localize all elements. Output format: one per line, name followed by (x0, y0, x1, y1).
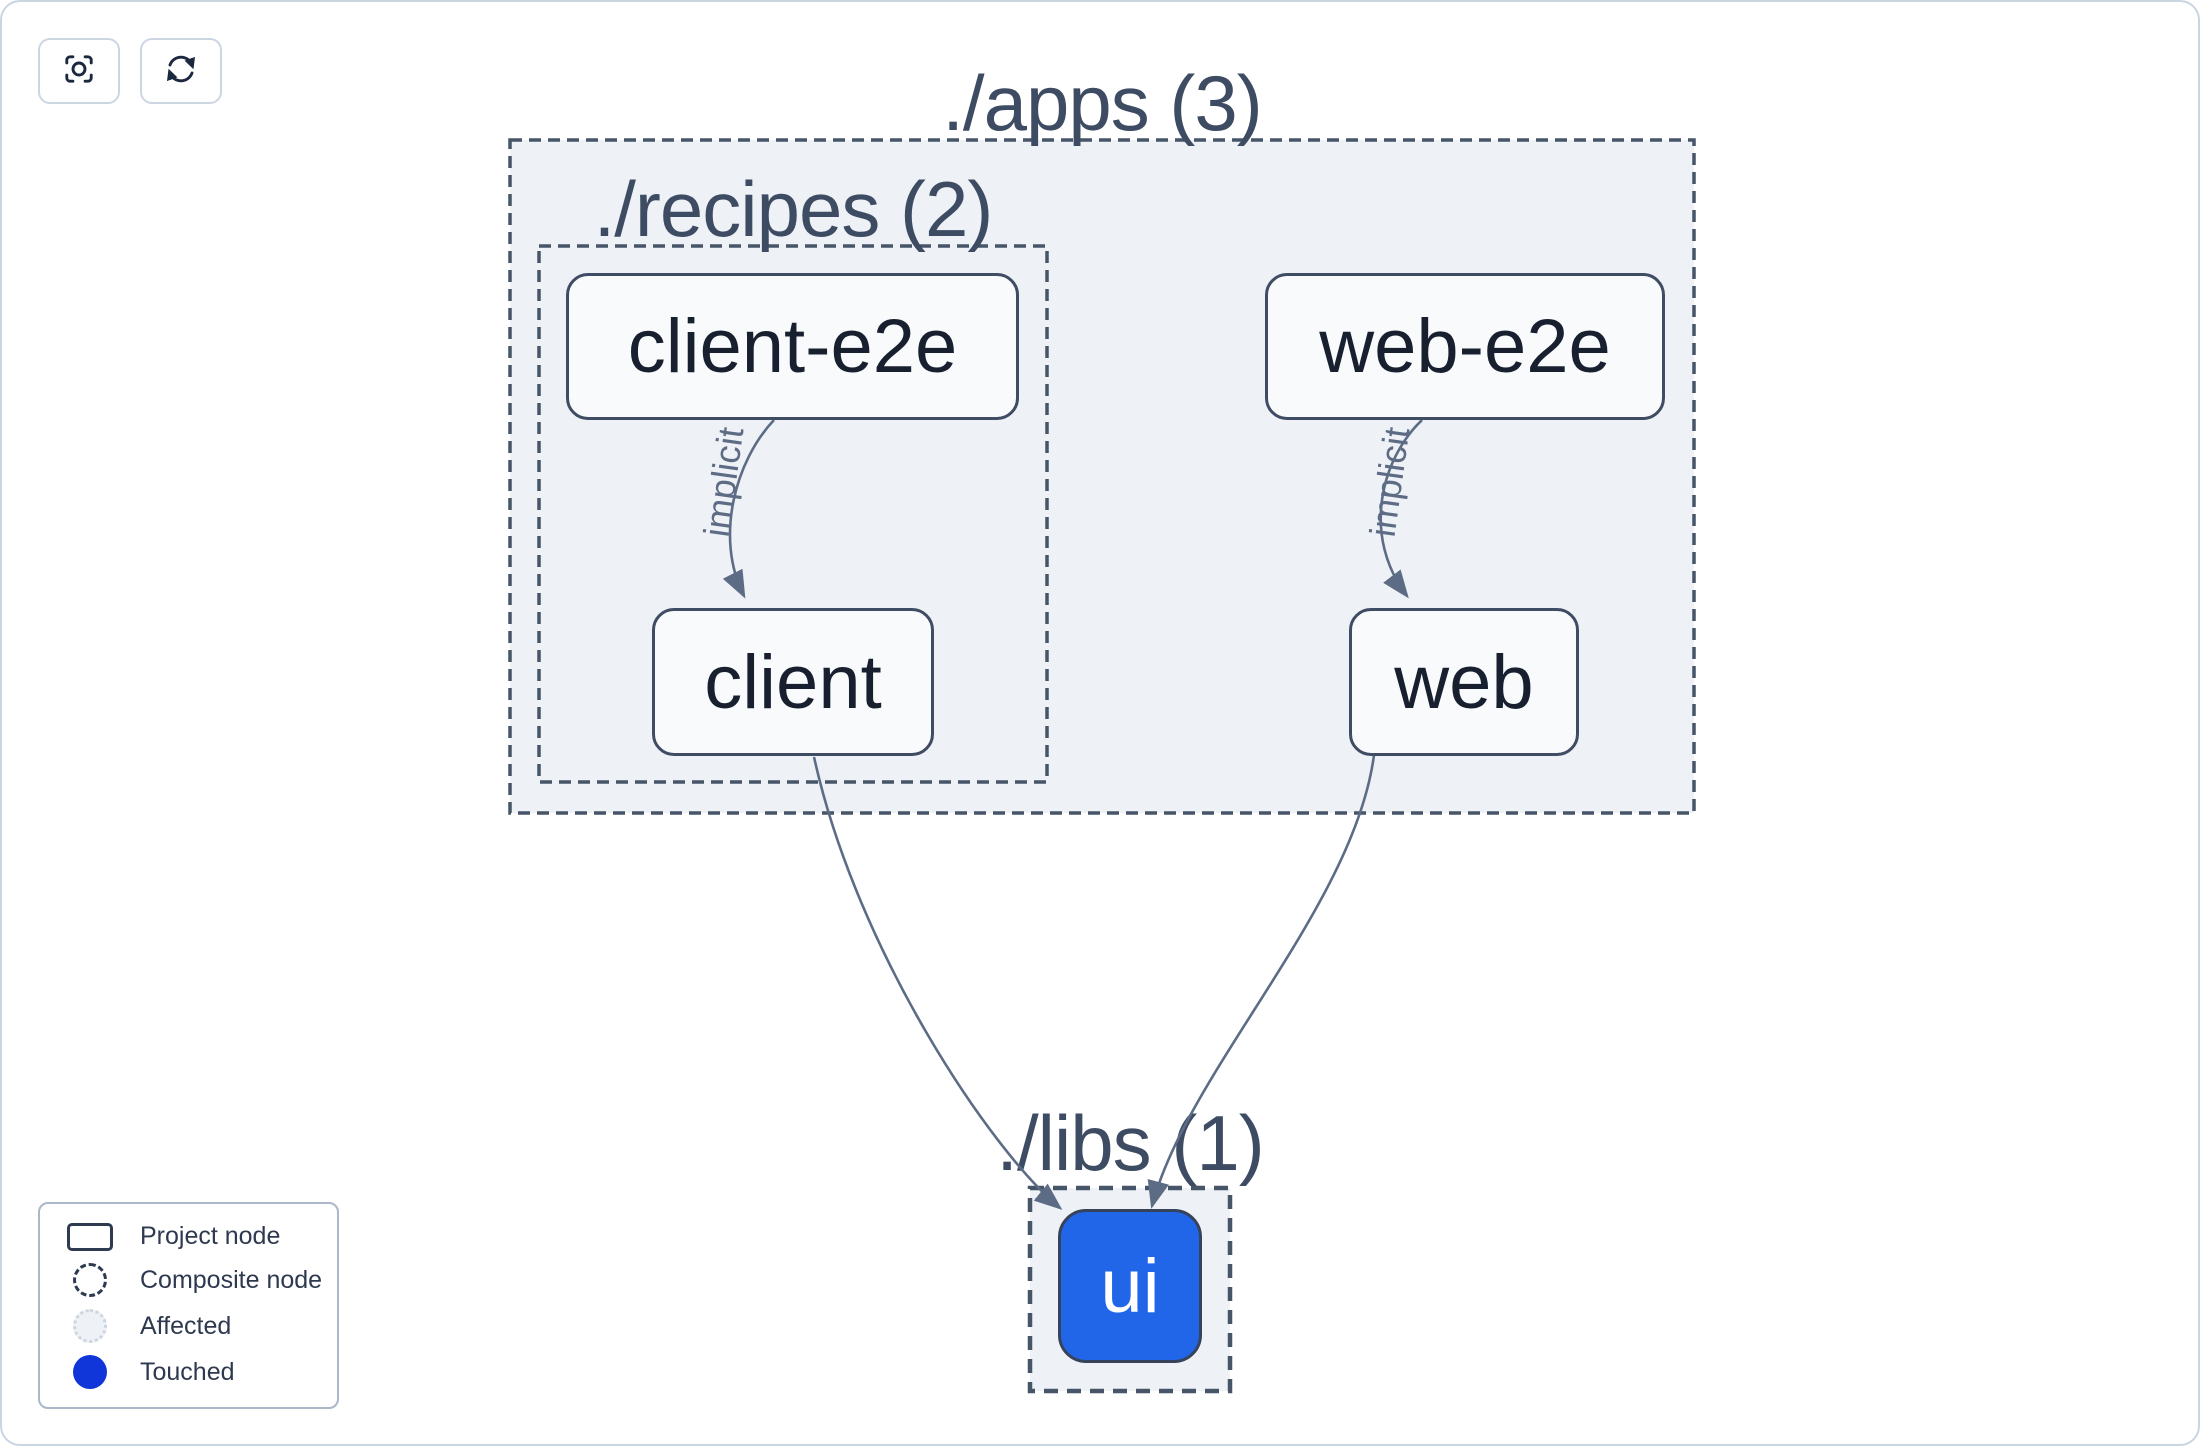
touched-swatch (73, 1355, 107, 1389)
node-client[interactable]: client (652, 608, 934, 756)
node-web-e2e[interactable]: web-e2e (1265, 273, 1665, 420)
composite-node-swatch (73, 1263, 107, 1297)
legend-item-composite-node: Composite node (40, 1263, 337, 1297)
legend-label: Affected (140, 1311, 232, 1340)
legend-label: Project node (140, 1222, 281, 1250)
group-label-apps[interactable]: ./apps (3) (942, 59, 1262, 147)
legend-label: Touched (140, 1357, 235, 1386)
legend-label: Composite node (140, 1265, 323, 1294)
refresh-icon (161, 49, 201, 94)
legend-item-project-node: Project node (40, 1222, 337, 1251)
node-client-e2e[interactable]: client-e2e (566, 273, 1019, 420)
node-web[interactable]: web (1349, 608, 1579, 756)
edge-label-implicit-web: implicit (1361, 424, 1418, 540)
legend: Project node Composite node Affected Tou… (38, 1202, 339, 1409)
edge-label-implicit-client: implicit (695, 424, 752, 540)
legend-item-affected: Affected (40, 1309, 337, 1343)
project-node-swatch (67, 1222, 113, 1251)
affected-swatch (73, 1309, 107, 1343)
legend-item-touched: Touched (40, 1355, 337, 1389)
center-graph-button[interactable] (38, 38, 120, 104)
group-label-recipes[interactable]: ./recipes (2) (593, 165, 994, 253)
focus-icon (59, 49, 99, 94)
node-ui[interactable]: ui (1058, 1209, 1202, 1363)
group-label-libs[interactable]: ./libs (1) (996, 1099, 1264, 1187)
refresh-button[interactable] (140, 38, 222, 104)
